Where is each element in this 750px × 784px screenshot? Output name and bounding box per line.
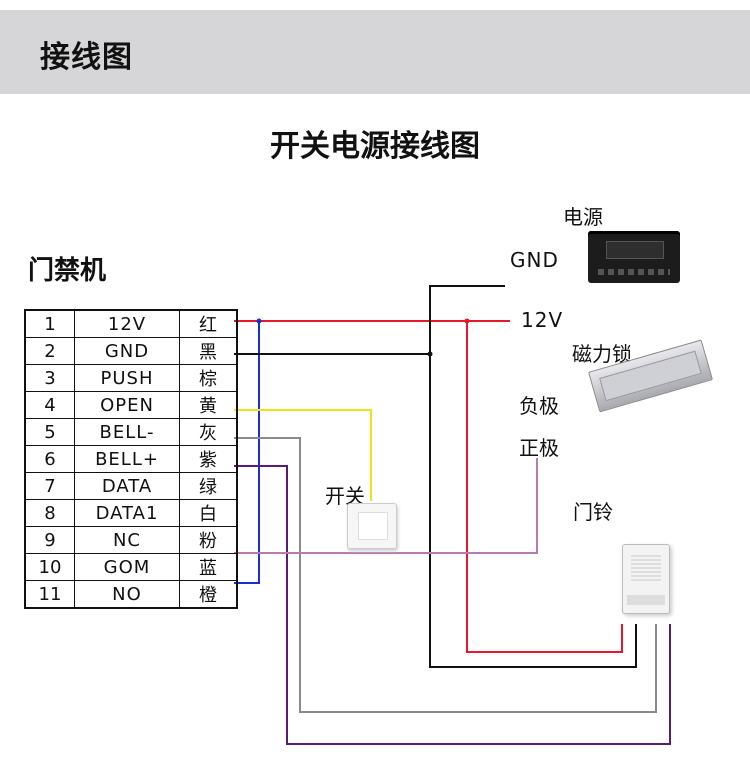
table-cell: DATA [74,472,180,500]
header-band [0,10,750,94]
door-bell-icon [622,544,670,614]
table-cell: 3 [24,364,75,392]
table-cell: 紫 [179,445,238,473]
exit-button-icon [347,503,397,549]
lock-negative-label: 负极 [519,394,559,418]
table-cell: BELL- [74,418,180,446]
table-cell: 橙 [179,580,238,609]
wire-yellow-open [234,409,372,501]
table-cell: 7 [24,472,75,500]
table-cell: BELL+ [74,445,180,473]
controller-label: 门禁机 [28,256,107,286]
table-cell: 棕 [179,364,238,392]
table-cell: 黑 [179,337,238,365]
table-cell: PUSH [74,364,180,392]
page-title: 接线图 [40,40,133,75]
table-cell: 红 [179,309,238,338]
table-cell: 4 [24,391,75,419]
table-cell: 9 [24,526,75,554]
psu-12v-label: 12V [521,308,564,332]
table-cell: GND [74,337,180,365]
junction-dot [256,318,262,324]
junction-dot [464,318,470,324]
table-cell: 5 [24,418,75,446]
wire-gray-bell-minus [234,437,657,713]
wire-purple-bell-plus [234,465,671,745]
table-cell: 12V [74,309,180,338]
power-supply-icon [588,231,680,283]
table-cell: GOM [74,553,180,581]
table-cell: 10 [24,553,75,581]
junction-dot [427,351,433,357]
diagram-title: 开关电源接线图 [270,129,480,164]
lock-positive-label: 正极 [519,436,559,460]
table-cell: 8 [24,499,75,527]
table-cell: 粉 [179,526,238,554]
table-cell: 白 [179,499,238,527]
table-cell: 蓝 [179,553,238,581]
psu-gnd-label: GND [510,248,559,272]
table-cell: OPEN [74,391,180,419]
power-supply-label: 电源 [563,205,603,229]
table-cell: NO [74,580,180,609]
door-bell-label: 门铃 [573,500,613,524]
wire-red-bell [466,321,623,653]
wire-pink-nc [234,458,538,554]
table-cell: 6 [24,445,75,473]
wire-black-gnd-psu [429,285,637,668]
table-cell: 11 [24,580,75,609]
table-cell: 黄 [179,391,238,419]
table-cell: 灰 [179,418,238,446]
table-cell: DATA1 [74,499,180,527]
table-cell: 1 [24,309,75,338]
table-cell: NC [74,526,180,554]
table-cell: 绿 [179,472,238,500]
table-cell: 2 [24,337,75,365]
wire-blue-gom [234,321,260,584]
